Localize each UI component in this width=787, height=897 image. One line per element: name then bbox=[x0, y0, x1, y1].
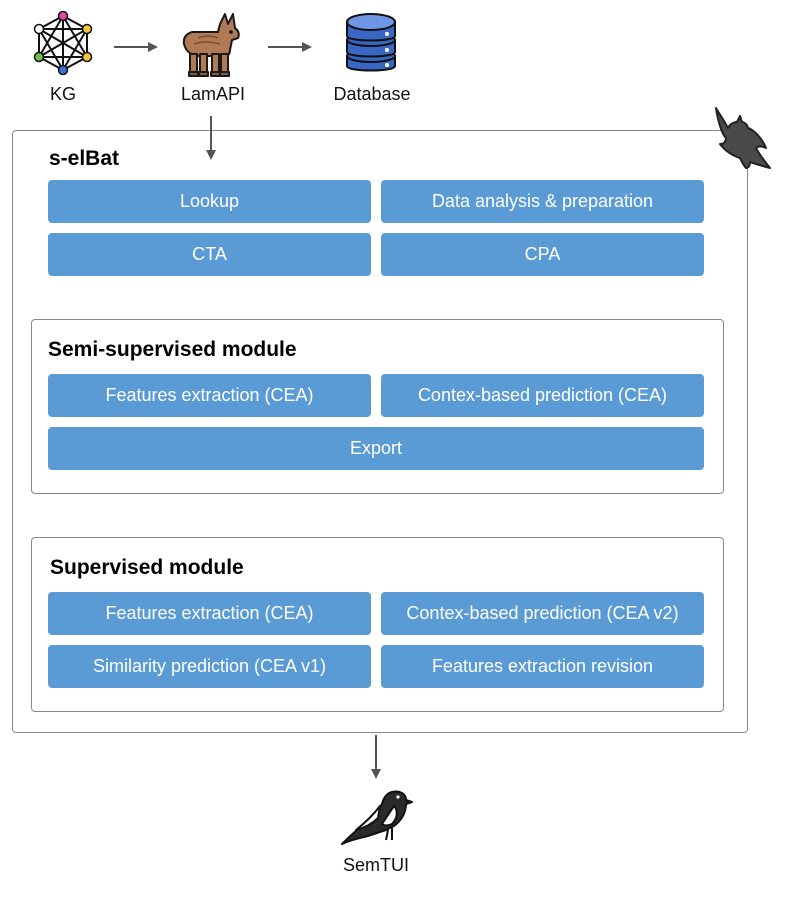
database-icon bbox=[346, 13, 396, 72]
supervised-title: Supervised module bbox=[50, 556, 244, 579]
bat-icon bbox=[715, 107, 771, 169]
features-revision-box: Features extraction revision bbox=[381, 645, 704, 688]
sup-context-prediction-box: Contex-based prediction (CEA v2) bbox=[381, 592, 704, 635]
semtui-label: SemTUI bbox=[342, 855, 409, 875]
export-box: Export bbox=[48, 427, 704, 470]
semi-features-extraction-box: Features extraction (CEA) bbox=[48, 374, 371, 417]
llama-icon bbox=[182, 13, 240, 77]
lamapi-label: LamAPI bbox=[180, 84, 246, 104]
kg-label: KG bbox=[49, 84, 76, 104]
bird-icon bbox=[341, 790, 413, 845]
arrow-kg-to-lamapi bbox=[114, 42, 158, 52]
sup-features-extraction-box: Features extraction (CEA) bbox=[48, 592, 371, 635]
cta-box: CTA bbox=[48, 233, 371, 276]
selbat-title: s-elBat bbox=[49, 147, 120, 170]
similarity-prediction-box: Similarity prediction (CEA v1) bbox=[48, 645, 371, 688]
cpa-box: CPA bbox=[381, 233, 704, 276]
arrow-lamapi-to-selbat bbox=[206, 116, 216, 160]
graph-icon bbox=[33, 10, 93, 76]
semi-supervised-title: Semi-supervised module bbox=[48, 338, 297, 361]
database-label: Database bbox=[333, 84, 411, 104]
semi-context-prediction-box: Contex-based prediction (CEA) bbox=[381, 374, 704, 417]
arrow-selbat-to-semtui bbox=[371, 735, 381, 779]
lookup-box: Lookup bbox=[48, 180, 371, 223]
data-analysis-box: Data analysis & preparation bbox=[381, 180, 704, 223]
arrow-lamapi-to-database bbox=[268, 42, 312, 52]
